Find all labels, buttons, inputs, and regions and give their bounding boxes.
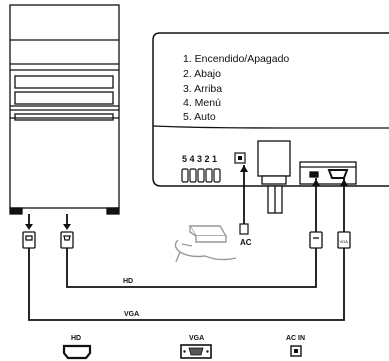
button-legend: 1. Encendido/Apagado 2. Abajo 3. Arriba … (183, 53, 289, 123)
hdmi-connector-icon (309, 231, 323, 249)
pc-tower (9, 4, 120, 215)
arrow-down-icon (63, 224, 71, 230)
arrow-up-icon (312, 179, 320, 186)
power-adapter-icon (174, 225, 237, 263)
connectors (22, 231, 351, 249)
footer-vga: VGA (180, 335, 212, 359)
footer-hd-label: HD (71, 335, 81, 342)
footer-ac-in-label: AC IN (286, 335, 305, 342)
hd-cable (66, 248, 317, 288)
vga-connector-label: VGA (340, 239, 349, 244)
hd-cable-label: HD (123, 278, 133, 285)
vga-connector-icon (337, 231, 351, 249)
ac-in-port-monitor (234, 152, 246, 164)
legend-item: 4. Menú (183, 97, 221, 109)
port-panel (299, 161, 357, 185)
arrows (25, 165, 348, 230)
arrow-up-icon (240, 165, 248, 172)
ac-plug: AC (239, 223, 252, 247)
footer-ac-in: AC IN (286, 335, 305, 357)
vga-cable-label: VGA (124, 311, 139, 318)
arrow-down-icon (25, 224, 33, 230)
legend-item: 2. Abajo (183, 68, 221, 80)
hdmi-port-icon (62, 344, 92, 360)
control-buttons (181, 168, 221, 183)
footer-hd: HD (62, 335, 92, 360)
arrow-up-icon (340, 179, 348, 186)
vga-cable (28, 248, 345, 321)
footer-vga-label: VGA (189, 335, 204, 342)
legend-item: 1. Encendido/Apagado (183, 53, 289, 65)
cables (28, 165, 345, 321)
monitor-stand (257, 140, 291, 214)
legend-item: 3. Arriba (183, 83, 222, 95)
ac-label: AC (240, 238, 252, 247)
monitor-back: 1. Encendido/Apagado 2. Abajo 3. Arriba … (152, 32, 389, 214)
legend-item: 5. Auto (183, 111, 216, 123)
button-numbers: 5 4 3 2 1 (182, 154, 217, 164)
